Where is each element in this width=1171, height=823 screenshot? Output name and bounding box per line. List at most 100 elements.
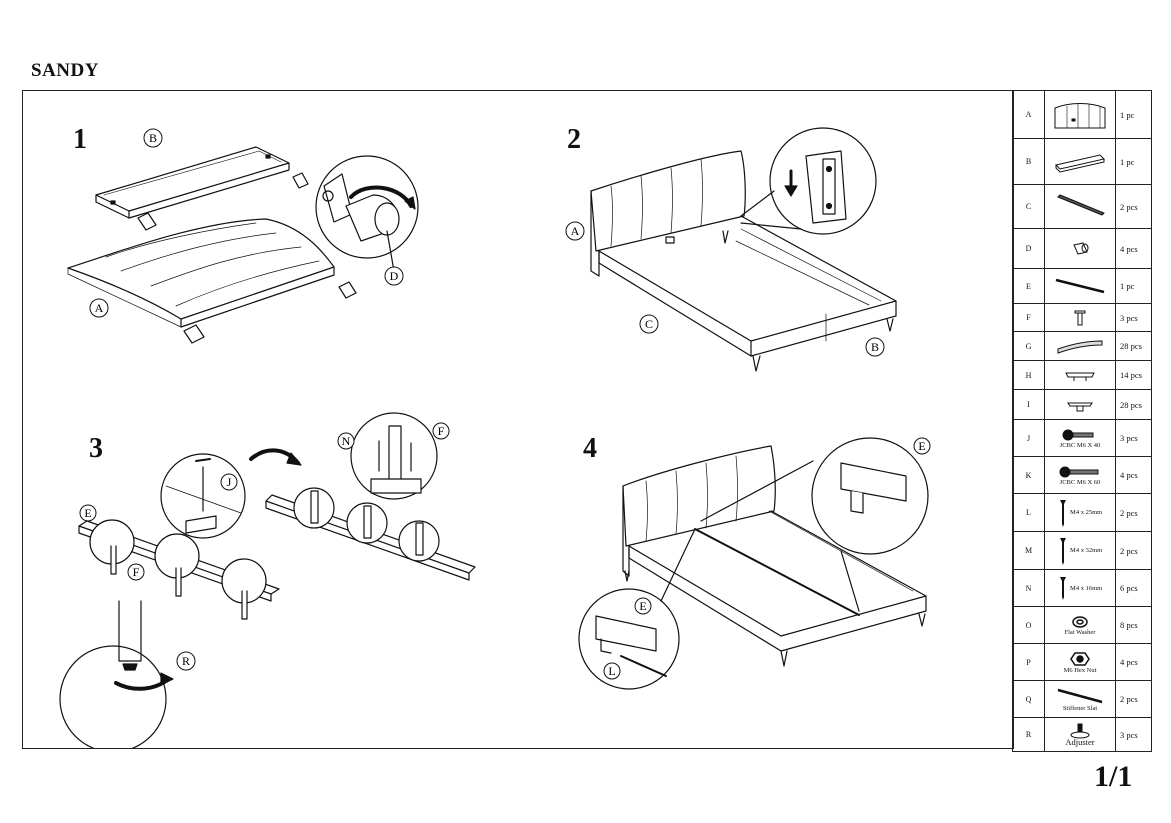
instructions-frame: 1 2 3 4 B A D A C B E F J N F R E E L <box>22 90 1014 749</box>
svg-text:D: D <box>390 269 399 283</box>
adjuster-icon: Adjuster <box>1044 717 1116 752</box>
part-row-L: L M4 x 25mm 2 pcs <box>1012 493 1152 532</box>
part-qty: 3 pcs <box>1115 717 1152 752</box>
callout-3-N: N <box>337 432 355 450</box>
part-qty: 1 pc <box>1115 138 1152 185</box>
svg-text:N: N <box>342 434 351 448</box>
part-row-Q: Q Stiffener Slat 2 pcs <box>1012 680 1152 718</box>
step-number-1: 1 <box>73 124 87 155</box>
svg-text:F: F <box>133 565 140 579</box>
part-qty: 14 pcs <box>1115 360 1152 390</box>
step-number-2: 2 <box>567 124 581 155</box>
callout-4-L: L <box>603 662 621 680</box>
part-letter: C <box>1012 184 1045 229</box>
callout-3-F2: F <box>432 422 450 440</box>
part-letter: G <box>1012 331 1045 361</box>
washer-icon: Flat Washer <box>1044 606 1116 644</box>
step-number-4: 4 <box>583 433 597 464</box>
step1-illustration <box>67 146 419 344</box>
part-qty: 4 pcs <box>1115 228 1152 269</box>
part-row-O: O Flat Washer 8 pcs <box>1012 606 1152 644</box>
side-rail-icon <box>1044 184 1116 229</box>
svg-text:R: R <box>182 654 190 668</box>
callout-3-F: F <box>127 563 145 581</box>
part-caption: Adjuster <box>1065 737 1095 747</box>
callout-3-R: R <box>176 651 196 671</box>
slat-cap-icon <box>1044 389 1116 420</box>
part-row-C: C 2 pcs <box>1012 184 1152 229</box>
part-qty: 6 pcs <box>1115 569 1152 607</box>
part-letter: F <box>1012 303 1045 332</box>
part-row-P: P M6 Hex Nut 4 pcs <box>1012 643 1152 681</box>
part-qty: 2 pcs <box>1115 680 1152 718</box>
part-letter: O <box>1012 606 1045 644</box>
part-row-H: H 14 pcs <box>1012 360 1152 390</box>
part-row-M: M M4 x 32mm 2 pcs <box>1012 531 1152 570</box>
part-caption: M4 x 32mm <box>1070 547 1103 554</box>
document-title: SANDY <box>31 60 99 81</box>
callout-layer: B A D A C B E F J N F R E E L <box>79 128 931 680</box>
part-row-N: N M4 x 16mm 6 pcs <box>1012 569 1152 607</box>
svg-text:A: A <box>571 224 580 238</box>
callout-4-E-bottom: E <box>634 597 652 615</box>
part-row-F: F 3 pcs <box>1012 303 1152 332</box>
part-row-B: B 1 pc <box>1012 138 1152 185</box>
part-letter: K <box>1012 456 1045 494</box>
part-caption: Stiffener Slat <box>1062 704 1098 712</box>
part-row-I: I 28 pcs <box>1012 389 1152 420</box>
svg-text:E: E <box>639 599 646 613</box>
part-row-J: J JCBC M6 X 40 3 pcs <box>1012 419 1152 457</box>
footboard-rail-icon <box>1044 138 1116 185</box>
part-letter: R <box>1012 717 1045 752</box>
screw-icon: M4 x 32mm <box>1044 531 1116 570</box>
bolt-short-icon: JCBC M6 X 40 <box>1044 419 1116 457</box>
part-qty: 3 pcs <box>1115 419 1152 457</box>
support-leg-icon <box>1044 303 1116 332</box>
part-qty: 2 pcs <box>1115 531 1152 570</box>
part-letter: E <box>1012 268 1045 304</box>
part-qty: 4 pcs <box>1115 643 1152 681</box>
callout-3-E: E <box>79 504 97 522</box>
callout-2-B: B <box>865 337 885 357</box>
step3-illustration <box>59 412 476 748</box>
part-qty: 3 pcs <box>1115 303 1152 332</box>
center-beam-icon <box>1044 268 1116 304</box>
assembly-diagram <box>59 127 929 748</box>
hex-nut-icon: M6 Hex Nut <box>1044 643 1116 681</box>
slat-holder-icon <box>1044 360 1116 390</box>
callout-4-E-top: E <box>913 437 931 455</box>
callout-1-B: B <box>143 128 163 148</box>
part-caption: Flat Washer <box>1064 628 1096 636</box>
svg-text:J: J <box>227 475 232 489</box>
part-letter: A <box>1012 90 1045 139</box>
part-letter: J <box>1012 419 1045 457</box>
callout-3-J: J <box>220 473 238 491</box>
part-row-R: R Adjuster 3 pcs <box>1012 717 1152 752</box>
svg-text:B: B <box>871 340 879 354</box>
part-row-D: D 4 pcs <box>1012 228 1152 269</box>
part-letter: D <box>1012 228 1045 269</box>
part-letter: L <box>1012 493 1045 532</box>
part-letter: H <box>1012 360 1045 390</box>
part-qty: 28 pcs <box>1115 331 1152 361</box>
headboard-icon <box>1044 90 1116 139</box>
part-qty: 2 pcs <box>1115 493 1152 532</box>
step4-illustration <box>578 437 929 690</box>
parts-list: A 1 pc B 1 pc C 2 pcs D 4 pcs E 1 pc F <box>1012 90 1152 752</box>
part-caption: M4 x 16mm <box>1070 584 1103 592</box>
part-caption: JCBC M6 X 60 <box>1059 478 1101 486</box>
part-caption: JCBC M6 X 40 <box>1059 441 1101 449</box>
svg-text:A: A <box>95 301 104 315</box>
stiffener-slat-icon: Stiffener Slat <box>1044 680 1116 718</box>
part-caption: M4 x 25mm <box>1070 509 1103 516</box>
part-letter: P <box>1012 643 1045 681</box>
screw-icon: M4 x 16mm <box>1044 569 1116 607</box>
part-letter: N <box>1012 569 1045 607</box>
part-row-A: A 1 pc <box>1012 90 1152 139</box>
part-qty: 4 pcs <box>1115 456 1152 494</box>
part-row-K: K JCBC M6 X 60 4 pcs <box>1012 456 1152 494</box>
svg-text:F: F <box>438 424 445 438</box>
step-number-3: 3 <box>89 433 103 464</box>
part-caption: M6 Hex Nut <box>1063 666 1097 674</box>
part-qty: 2 pcs <box>1115 184 1152 229</box>
